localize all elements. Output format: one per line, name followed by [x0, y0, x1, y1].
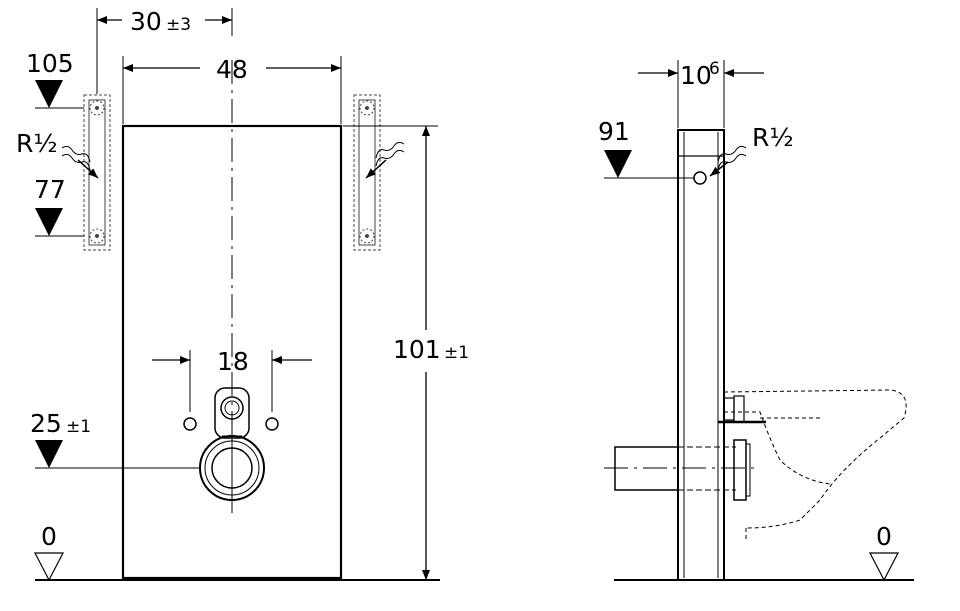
- dim-48-label: 48: [216, 55, 248, 84]
- toilet-bowl-outline: [723, 389, 907, 540]
- water-inlet-arrow-left: [61, 145, 99, 179]
- inlet-side: [693, 171, 707, 185]
- level-0-triangle-right: [869, 552, 899, 582]
- level-77-triangle: [35, 208, 63, 236]
- dim-10-superscript: 6: [709, 59, 720, 79]
- dim-10-label: 10: [680, 61, 712, 90]
- level-105-triangle: [35, 80, 63, 108]
- dim-30-tolerance: ±3: [166, 15, 191, 35]
- level-91-label: 91: [598, 117, 630, 146]
- level-0-label-left: 0: [41, 522, 57, 551]
- level-0-label-right: 0: [876, 522, 892, 551]
- drain-connection: [199, 432, 265, 504]
- panel-side: [677, 129, 725, 581]
- water-inlet-arrow-side: [709, 145, 747, 177]
- side-view: 10 6 91 R½: [598, 59, 914, 582]
- level-91-triangle: [604, 150, 632, 178]
- drain-pipe-side: [604, 439, 760, 501]
- fixing-hole-right: [265, 417, 279, 431]
- front-view: 30 ±3 48 105 R½ 77 18: [16, 7, 469, 582]
- level-25-label: 25: [30, 409, 62, 438]
- level-77-label: 77: [34, 175, 66, 204]
- dim-101-tolerance: ±1: [444, 343, 469, 363]
- level-25-tolerance: ±1: [66, 417, 91, 437]
- fixing-hole-left: [183, 417, 197, 431]
- thread-label-left: R½: [16, 129, 58, 158]
- level-25-triangle: [35, 440, 63, 468]
- level-0-triangle-left: [34, 552, 64, 582]
- bracket-right: [353, 94, 381, 251]
- dim-30-label: 30: [130, 7, 162, 36]
- flush-connector-side: [718, 395, 766, 424]
- dim-18-label: 18: [217, 347, 249, 376]
- panel-front: [121, 124, 343, 580]
- water-inlet-arrow-right: [365, 141, 405, 179]
- dim-101-label: 101: [393, 335, 441, 364]
- thread-label-right: R½: [752, 123, 794, 152]
- level-105-label: 105: [26, 49, 74, 78]
- bracket-left: [83, 94, 111, 251]
